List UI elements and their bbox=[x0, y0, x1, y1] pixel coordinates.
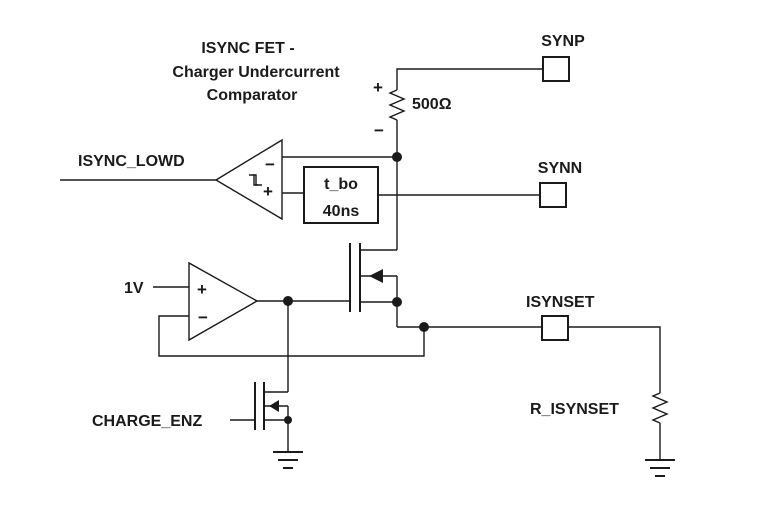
junction-fet-source bbox=[392, 297, 402, 307]
enable-body-arrow bbox=[269, 400, 279, 412]
synn-branch: SYNN bbox=[378, 160, 582, 208]
isynset-pin-label: ISYNSET bbox=[526, 294, 595, 311]
hysteresis-symbol-2 bbox=[249, 174, 258, 186]
isync-fet bbox=[288, 243, 398, 327]
charge-enz-label: CHARGE_ENZ bbox=[92, 413, 202, 430]
resistor-plus-sign: + bbox=[373, 78, 383, 97]
synp-wire bbox=[396, 68, 543, 90]
synn-pin-label: SYNN bbox=[538, 160, 582, 177]
r-isynset-label: R_ISYNSET bbox=[530, 401, 619, 418]
r-isynset-top-wire bbox=[568, 326, 661, 393]
comparator-triangle bbox=[214, 138, 283, 221]
sense-resistor-value: 500Ω bbox=[412, 96, 452, 113]
isynset-pin-box bbox=[541, 315, 569, 341]
junction-amplifier-output bbox=[283, 296, 293, 306]
enable-fet: CHARGE_ENZ bbox=[92, 301, 303, 469]
amplifier-minus-sign: − bbox=[198, 308, 208, 327]
synn-pin-box bbox=[539, 182, 567, 208]
junction-isynset-node bbox=[419, 322, 429, 332]
title-line-1: ISYNC FET - bbox=[201, 40, 294, 57]
junction-enable-source bbox=[284, 416, 292, 424]
r-isynset-resistor bbox=[651, 392, 669, 424]
feedback-wire bbox=[158, 315, 425, 357]
isync-lowd-label: ISYNC_LOWD bbox=[78, 153, 185, 170]
delay-block: t_bo 40ns bbox=[303, 166, 379, 224]
reference-voltage-label: 1V bbox=[124, 280, 144, 297]
delay-name: t_bo bbox=[324, 176, 358, 193]
synp-branch: SYNP + − 500Ω bbox=[373, 33, 585, 250]
title-line-2: Charger Undercurrent bbox=[172, 64, 340, 81]
comparator-minus-sign: − bbox=[265, 155, 275, 174]
amplifier-plus-sign: + bbox=[197, 280, 207, 299]
junction-dots bbox=[283, 152, 429, 424]
resistor-minus-sign: − bbox=[374, 121, 384, 140]
junction-sense-node bbox=[392, 152, 402, 162]
comparator-plus-sign: + bbox=[263, 182, 273, 201]
comparator-title: ISYNC FET - Charger Undercurrent Compara… bbox=[172, 40, 340, 104]
isynset-branch: ISYNSET R_ISYNSET bbox=[397, 294, 675, 477]
delay-value: 40ns bbox=[323, 203, 360, 220]
fet-body-arrow bbox=[369, 269, 383, 283]
sense-resistor bbox=[388, 89, 406, 121]
regulation-amplifier: + − 1V bbox=[124, 261, 425, 357]
synp-pin-label: SYNP bbox=[541, 33, 585, 50]
title-line-3: Comparator bbox=[207, 87, 298, 104]
amplifier-triangle bbox=[188, 261, 259, 342]
undercurrent-comparator: − + ISYNC_LOWD bbox=[60, 138, 397, 221]
synp-pin-box bbox=[542, 56, 570, 82]
